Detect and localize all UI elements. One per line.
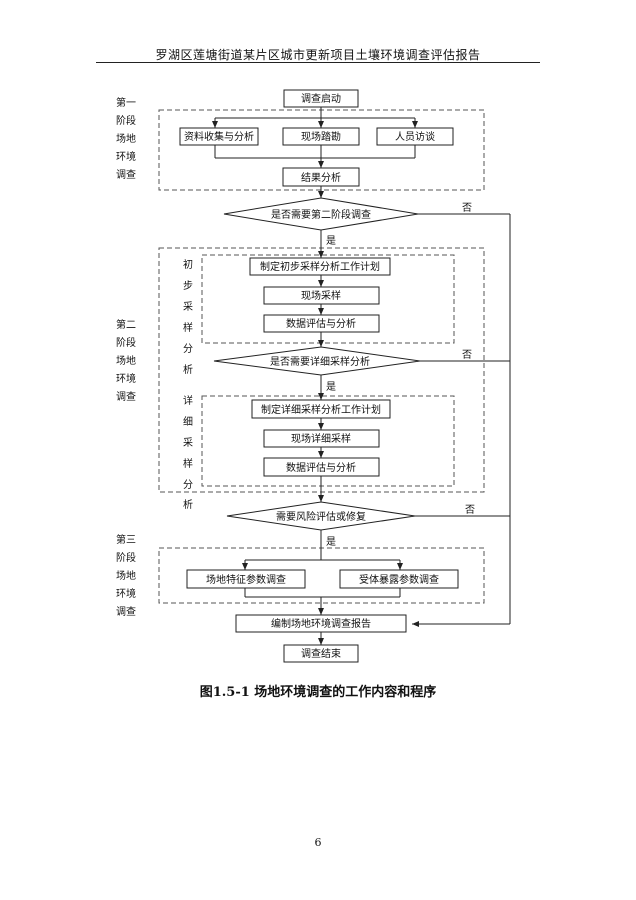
decision1-diamond [223, 197, 419, 231]
no-label-3: 否 [465, 504, 475, 516]
sample2-box [263, 429, 380, 448]
result-label: 结果分析 [301, 171, 341, 184]
result-box [282, 167, 360, 187]
stage1-line: 调查 [116, 168, 136, 181]
end-label: 调查结束 [301, 647, 341, 660]
report-box [235, 614, 407, 633]
sample2-label: 现场详细采样 [291, 432, 351, 445]
yes-label-2: 是 [326, 381, 336, 393]
survey-box [282, 127, 360, 146]
stage3-line: 环境 [116, 587, 136, 600]
plan2-box [251, 399, 391, 419]
detail-char: 析 [183, 498, 193, 511]
prelim-frame [201, 254, 455, 344]
decision1-label: 是否需要第二阶段调查 [271, 208, 371, 221]
collect-box [179, 127, 259, 146]
survey-label: 现场踏勘 [301, 130, 341, 143]
stage1-line: 阶段 [116, 114, 136, 127]
prelim-char: 步 [183, 280, 193, 292]
stage2-line: 阶段 [116, 336, 136, 349]
prelim-char: 分 [183, 343, 193, 355]
plan1-box [249, 257, 391, 276]
collect-label: 资料收集与分析 [184, 130, 254, 143]
detail-frame [201, 395, 455, 487]
stage3-line: 场地 [116, 569, 136, 582]
page-header: 罗湖区莲塘街道某片区城市更新项目土壤环境调查评估报告 [155, 48, 481, 62]
eval2-box [263, 457, 380, 477]
prelim-char: 样 [183, 321, 193, 334]
detail-char: 详 [183, 394, 193, 407]
sample1-box [263, 286, 380, 305]
stage2-line: 环境 [116, 372, 136, 385]
stage1-line: 环境 [116, 150, 136, 163]
stage3-line: 第三 [116, 533, 136, 546]
detail-char: 分 [183, 479, 193, 491]
end-box [283, 644, 359, 663]
param1-box [186, 569, 306, 589]
plan2-label: 制定详细采样分析工作计划 [261, 403, 381, 416]
detail-char: 细 [183, 415, 193, 428]
prelim-char: 采 [183, 301, 193, 313]
prelim-char: 析 [183, 363, 193, 376]
decision2-diamond [213, 346, 421, 376]
stage1-line: 场地 [116, 132, 136, 145]
page-number: 6 [314, 836, 322, 849]
start-label: 调查启动 [301, 92, 341, 105]
sample1-label: 现场采样 [301, 289, 341, 302]
prelim-char: 初 [183, 258, 193, 271]
detail-char: 样 [183, 457, 193, 470]
param2-label: 受体暴露参数调查 [359, 573, 439, 586]
header-rule [96, 62, 540, 63]
stage3-line: 调查 [116, 605, 136, 618]
stage3-line: 阶段 [116, 551, 136, 564]
no-label-1: 否 [462, 202, 472, 214]
param1-label: 场地特征参数调查 [206, 573, 286, 586]
no-label-2: 否 [462, 349, 472, 361]
interview-label: 人员访谈 [395, 130, 435, 143]
detail-char: 采 [183, 437, 193, 449]
yes-label-1: 是 [326, 235, 336, 247]
stage2-line: 调查 [116, 390, 136, 403]
eval1-label: 数据评估与分析 [286, 317, 356, 330]
eval1-box [263, 314, 380, 333]
param2-box [339, 569, 459, 589]
start-box [283, 89, 359, 108]
stage2-line: 第二 [116, 318, 136, 331]
decision2-label: 是否需要详细采样分析 [270, 355, 370, 368]
interview-box [376, 127, 454, 146]
plan1-label: 制定初步采样分析工作计划 [260, 260, 380, 273]
decision3-diamond [226, 501, 416, 531]
yes-label-3: 是 [326, 536, 336, 548]
decision3-label: 需要风险评估或修复 [276, 510, 366, 523]
stage1-line: 第一 [116, 96, 136, 109]
eval2-label: 数据评估与分析 [286, 461, 356, 474]
figure-caption: 图1.5-1 场地环境调查的工作内容和程序 [199, 685, 437, 700]
report-label: 编制场地环境调查报告 [271, 617, 371, 630]
stage2-line: 场地 [116, 354, 136, 367]
